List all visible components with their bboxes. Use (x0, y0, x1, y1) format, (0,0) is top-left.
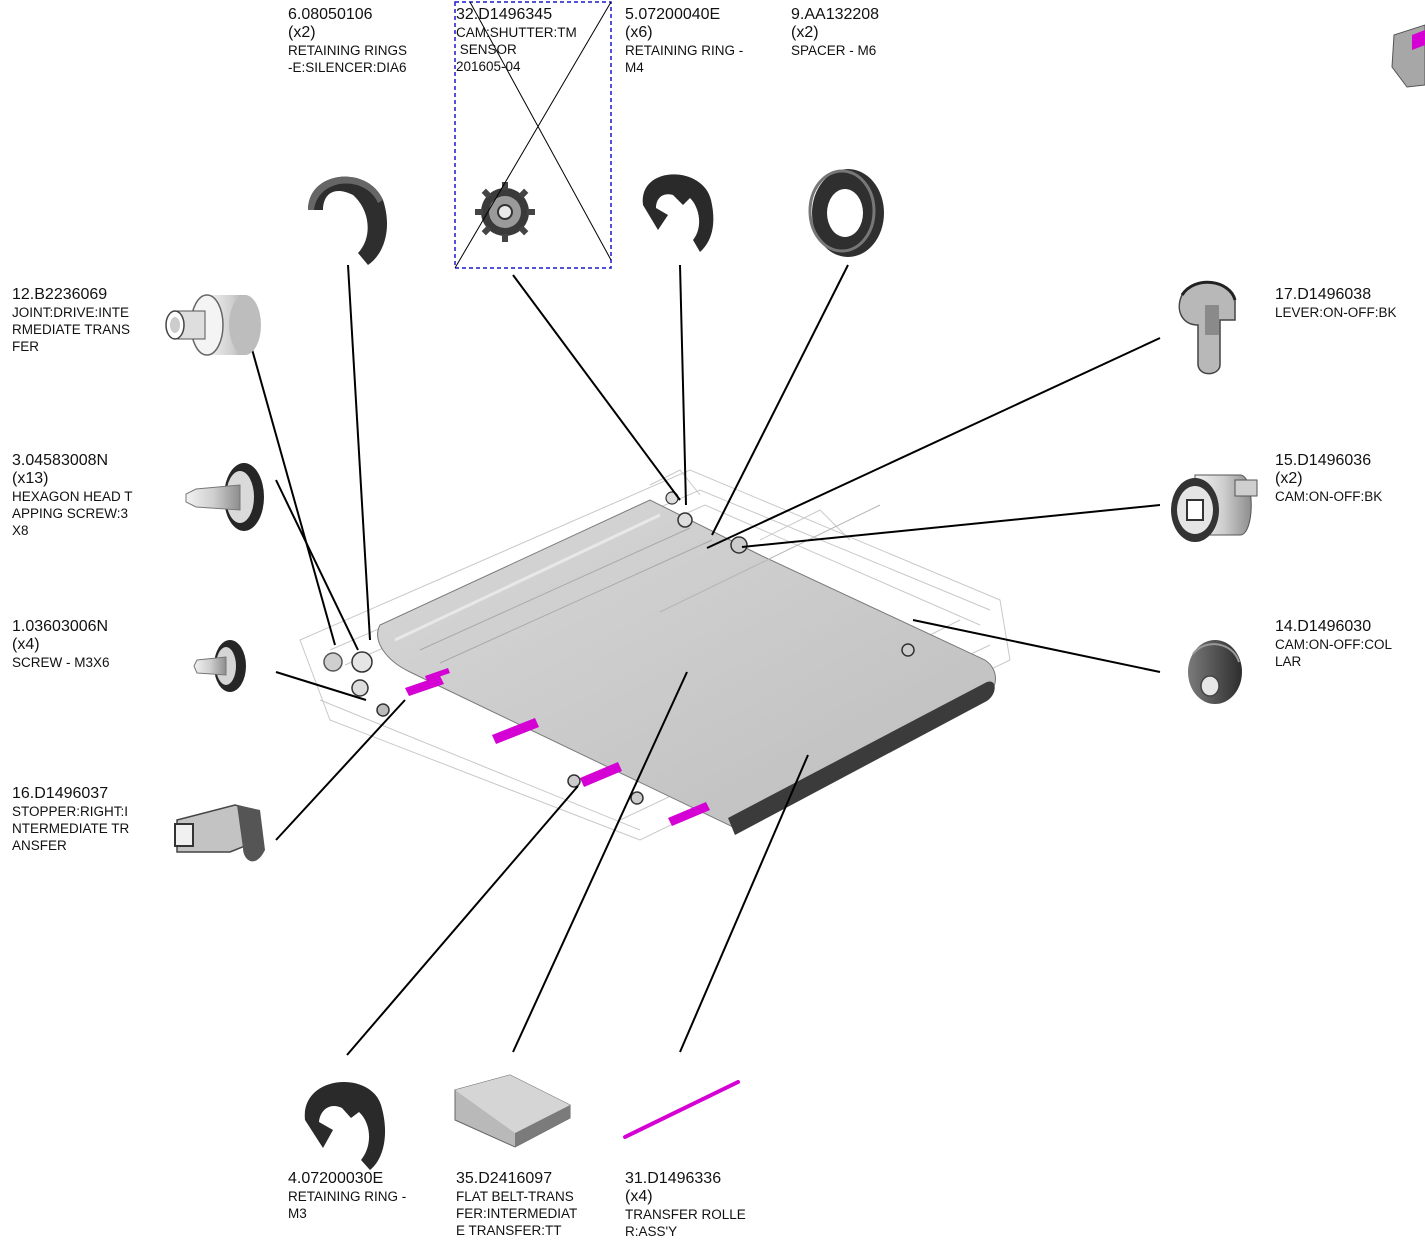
part-quantity: (x4) (625, 1188, 653, 1205)
roller-icon (623, 1080, 740, 1139)
gear-icon (475, 182, 535, 242)
part-number: 6.08050106 (288, 6, 373, 23)
discontinued-box (454, 1, 612, 269)
part-number: 35.D2416097 (456, 1170, 553, 1187)
e-ring-icon (304, 1082, 386, 1170)
part-quantity: (x2) (288, 24, 316, 41)
collar-icon (1188, 640, 1242, 704)
part-number: 3.04583008N (12, 452, 109, 469)
part-number: 31.D1496336 (625, 1170, 722, 1187)
part-number: 32.D1496345 (456, 6, 553, 23)
part-number: 1.03603006N (12, 618, 109, 635)
callout-1: 1.03603006N (x4) SCREW - M3X6 (12, 618, 177, 671)
assembly-hardware (323, 491, 915, 805)
part-number: 4.07200030E (288, 1170, 384, 1187)
part-number: 12.B2236069 (12, 286, 108, 303)
part-number: 14.D1496030 (1275, 618, 1372, 635)
cam-icon (1171, 474, 1258, 542)
part-quantity: (x4) (12, 636, 40, 653)
leader-lines (247, 264, 1161, 1056)
part-description: SCREW - M3X6 (12, 655, 110, 670)
part-quantity: (x2) (1275, 470, 1303, 487)
transfer-roller-highlights (405, 668, 710, 826)
part-quantity: (x2) (791, 24, 819, 41)
callout-6: 6.08050106 (x2) RETAINING RINGS-E:SILENC… (288, 6, 453, 76)
part-number: 5.07200040E (625, 6, 721, 23)
part-description: RETAINING RING -M3 (288, 1189, 407, 1221)
belt-icon (454, 1074, 571, 1148)
screw-icon (193, 640, 246, 692)
part-number: 17.D1496038 (1275, 286, 1372, 303)
assembly-thumbnail-icon (1391, 24, 1425, 88)
callout-4: 4.07200030E RETAINING RING -M3 (288, 1170, 453, 1222)
part-quantity: (x13) (12, 470, 49, 487)
callout-9: 9.AA132208 (x2) SPACER - M6 (791, 6, 956, 59)
part-quantity: (x6) (625, 24, 653, 41)
callout-5: 5.07200040E (x6) RETAINING RING -M4 (625, 6, 790, 76)
e-ring-icon (308, 176, 388, 265)
screw-icon (185, 463, 264, 531)
callout-15: 15.D1496036 (x2) CAM:ON-OFF:BK (1275, 452, 1420, 505)
part-description: CAM:ON-OFF:BK (1275, 489, 1383, 504)
part-number: 9.AA132208 (791, 6, 880, 23)
lever-icon (1178, 280, 1237, 375)
washer-icon (808, 169, 884, 257)
part-description: LEVER:ON-OFF:BK (1275, 305, 1397, 320)
part-number: 15.D1496036 (1275, 452, 1372, 469)
part-description: SPACER - M6 (791, 43, 877, 58)
stopper-icon (174, 804, 265, 862)
e-ring-icon (642, 174, 714, 252)
intermediate-transfer-belt (377, 499, 996, 835)
callout-17: 17.D1496038 LEVER:ON-OFF:BK (1275, 286, 1425, 321)
joint-icon (165, 294, 261, 356)
part-description: RETAINING RING -M4 (625, 43, 744, 75)
part-number: 16.D1496037 (12, 785, 109, 802)
part-description: RETAINING RINGS-E:SILENCER:DIA6 (288, 43, 408, 75)
